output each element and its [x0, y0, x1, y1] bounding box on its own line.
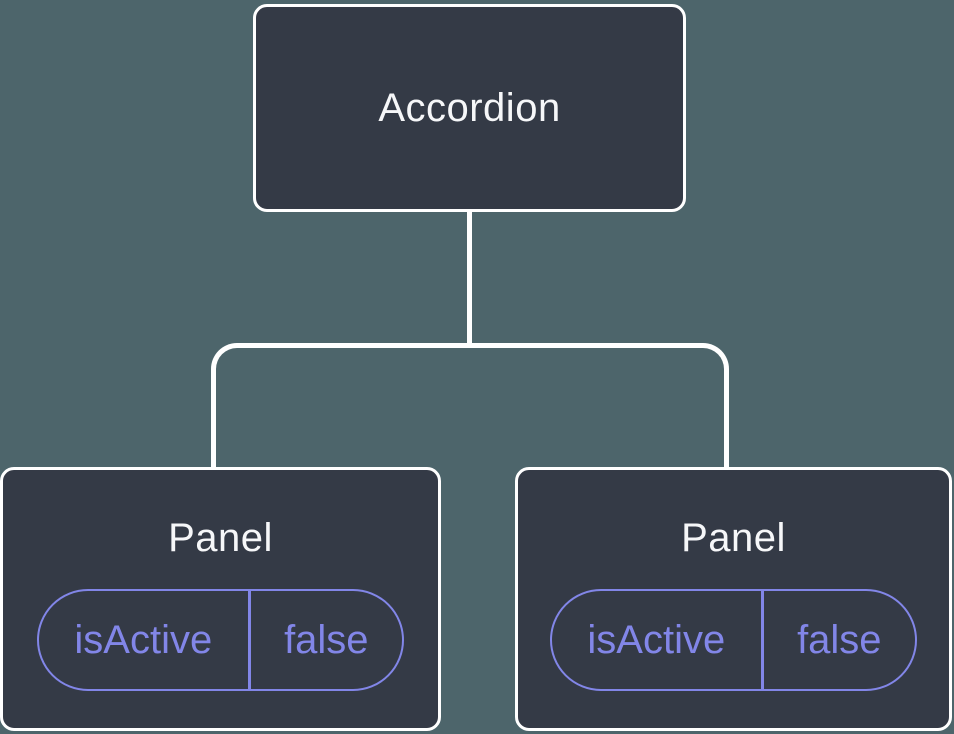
- state-value-label: false: [284, 617, 369, 662]
- panel-node-left: Panel isActive false: [0, 467, 441, 731]
- panel-node-right: Panel isActive false: [515, 467, 952, 731]
- panel-label: Panel: [168, 516, 273, 560]
- state-key-cell: isActive: [39, 591, 251, 689]
- connector-stem: [467, 210, 472, 346]
- state-pill: isActive false: [550, 589, 917, 691]
- connector-bracket: [211, 343, 729, 470]
- state-value-cell: false: [251, 591, 402, 689]
- accordion-node: Accordion: [253, 4, 686, 212]
- state-value-cell: false: [764, 591, 915, 689]
- accordion-node-label: Accordion: [378, 86, 561, 130]
- state-pill: isActive false: [37, 589, 404, 691]
- state-key-label: isActive: [587, 617, 726, 662]
- state-key-label: isActive: [74, 617, 213, 662]
- panel-label: Panel: [681, 516, 786, 560]
- state-value-label: false: [797, 617, 882, 662]
- state-key-cell: isActive: [552, 591, 764, 689]
